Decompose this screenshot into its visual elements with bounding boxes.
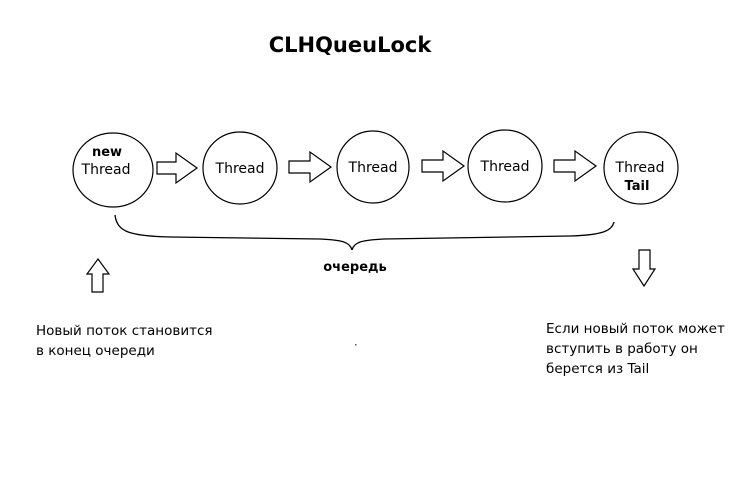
arrow-up-icon	[85, 257, 111, 293]
note-line: Если новый поток может	[546, 321, 725, 337]
arrow-right-icon	[421, 149, 466, 183]
node-thread-label: Thread	[215, 161, 265, 177]
node-thread-label: Thread	[81, 162, 131, 178]
note-tail: Если новый поток может вступить в работу…	[546, 319, 742, 379]
note-line: в конец очереди	[36, 343, 155, 359]
arrow-right-icon	[156, 151, 199, 185]
queue-brace	[114, 214, 615, 251]
node-thread-label: Thread	[348, 160, 398, 176]
thread-node: Thread	[336, 130, 410, 204]
diagram-title: CLHQueuLock	[268, 33, 432, 57]
thread-node-tail: Thread Tail	[603, 131, 679, 205]
node-thread-label: Thread	[615, 160, 665, 176]
thread-node-new: new Thread	[72, 132, 154, 208]
note-line: вступить в работу он	[546, 341, 698, 357]
node-tail-label: Tail	[625, 179, 650, 194]
arrow-right-icon	[288, 150, 333, 184]
note-new-thread: Новый поток становится в конец очереди	[36, 321, 256, 361]
queue-label: очередь	[323, 260, 387, 275]
note-line: берется из Tail	[546, 361, 650, 377]
thread-node: Thread	[467, 129, 543, 203]
note-line: Новый поток становится	[36, 323, 213, 339]
stray-dot	[355, 344, 357, 346]
node-new-label: new	[92, 145, 122, 160]
node-thread-label: Thread	[480, 159, 530, 175]
arrow-right-icon	[553, 149, 598, 183]
arrow-down-icon	[631, 249, 657, 288]
thread-node: Thread	[202, 131, 278, 205]
